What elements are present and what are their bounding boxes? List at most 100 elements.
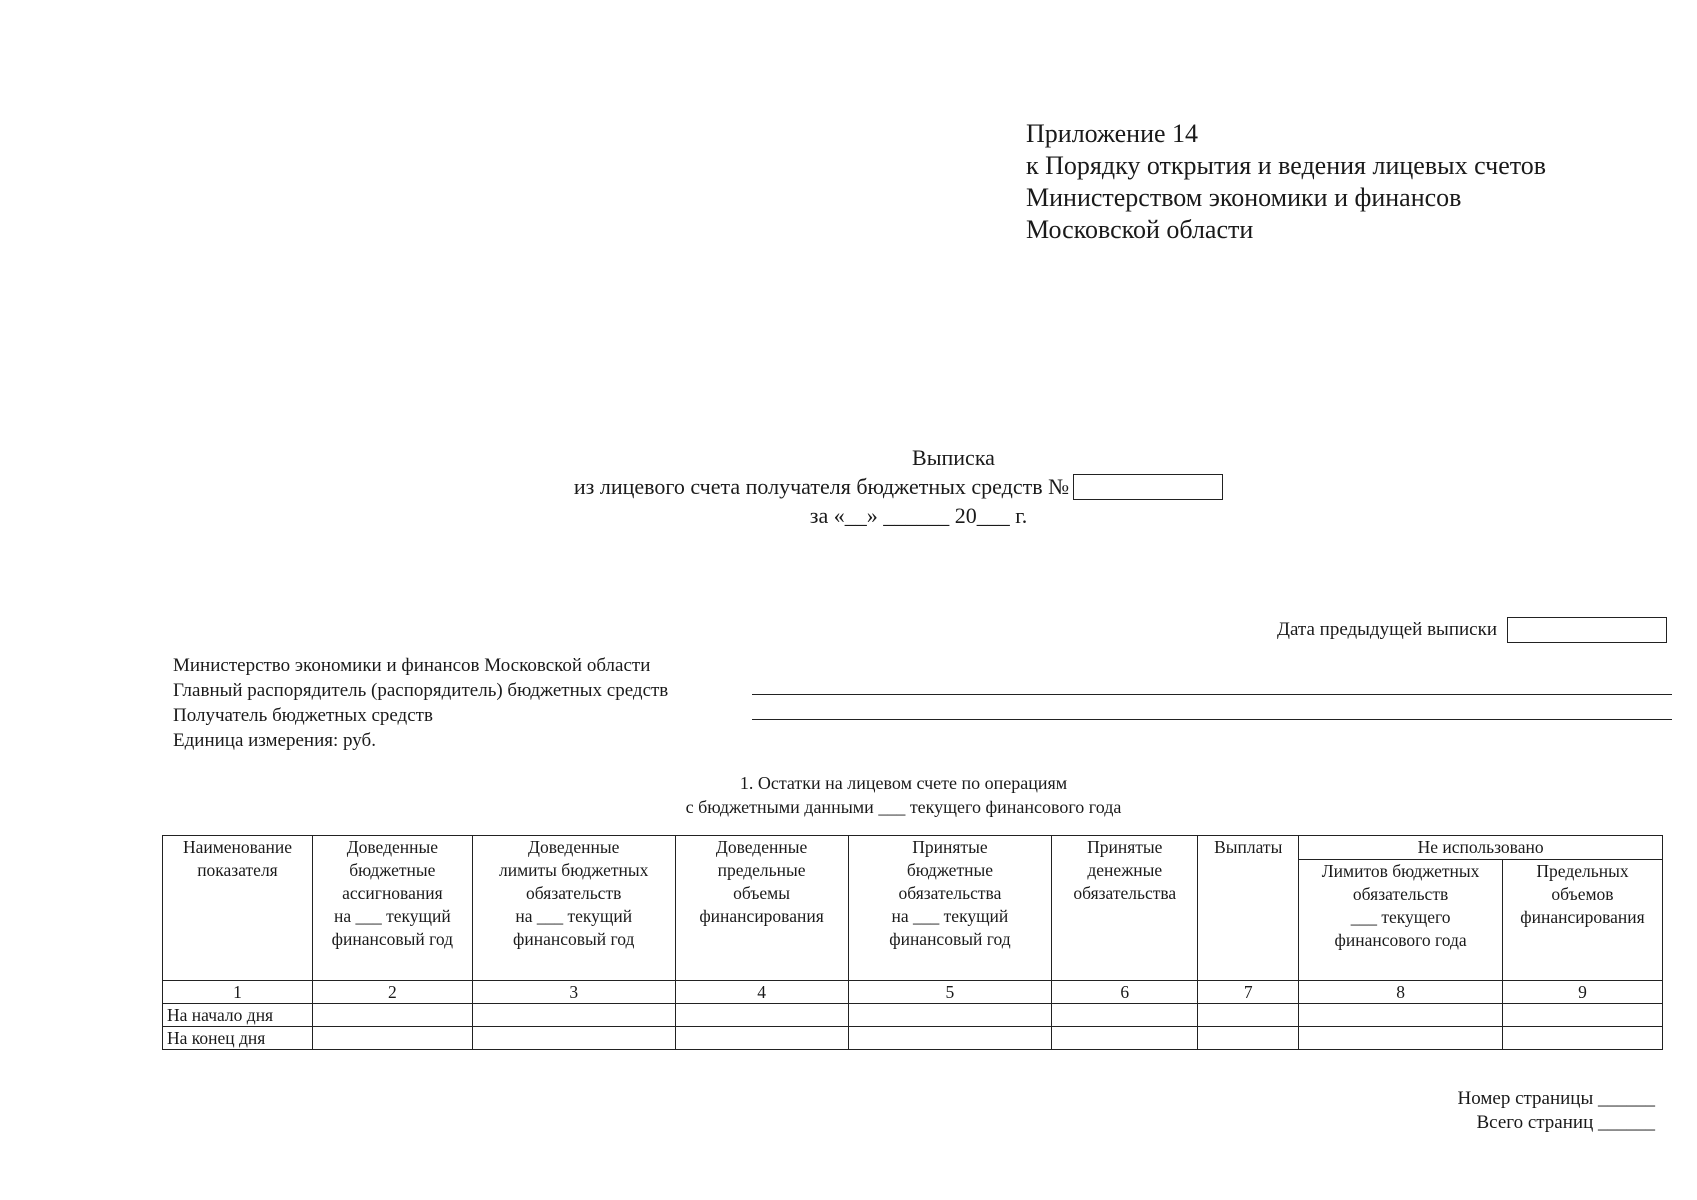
- header-text: ___ текущего: [1350, 907, 1451, 927]
- header-text: Принятые: [912, 837, 988, 857]
- header-text: финансирования: [1520, 907, 1645, 927]
- header-text: бюджетные: [349, 860, 436, 880]
- table-cell[interactable]: [847, 1003, 1053, 1027]
- row-label: На начало дня: [162, 1003, 313, 1027]
- previous-statement-date-field[interactable]: [1507, 617, 1667, 643]
- header-unused-volumes: Предельных объемов финансирования: [1501, 859, 1664, 981]
- header-text: Доведенные: [346, 837, 439, 857]
- column-number-row: 1 2 3 4 5 6 7 8 9: [162, 980, 1664, 1004]
- ministry-name: Министерство экономики и финансов Москов…: [173, 655, 651, 676]
- title-date-line: за «__» ______ 20___ г.: [809, 503, 1028, 528]
- page-footer: Номер страницы ______ Всего страниц ____…: [1458, 1087, 1656, 1135]
- table-cell[interactable]: [847, 1026, 1053, 1050]
- header-text: предельные: [717, 860, 806, 880]
- header-text: финансовый год: [513, 929, 635, 949]
- header-financing-volumes: Доведенные предельные объемы финансирова…: [674, 835, 849, 981]
- header-text: ассигнования: [342, 883, 443, 903]
- section-heading-line: 1. Остатки на лицевом счете по операциям: [739, 773, 1068, 793]
- recipient-underline[interactable]: [752, 719, 1672, 720]
- table-cell[interactable]: [1501, 1003, 1664, 1027]
- header-text: Лимитов бюджетных: [1321, 861, 1480, 881]
- title-account-text: из лицевого счета получателя бюджетных с…: [573, 474, 1070, 499]
- header-unused-limits: Лимитов бюджетных обязательств ___ текущ…: [1298, 859, 1503, 981]
- row-label: На конец дня: [162, 1026, 313, 1050]
- title-line: из лицевого счета получателя бюджетных с…: [0, 472, 1697, 501]
- table-cell[interactable]: [1051, 1026, 1199, 1050]
- section-heading: 1. Остатки на лицевом счете по операциям…: [0, 771, 1697, 819]
- chief-manager-label: Главный распорядитель (распорядитель) бю…: [173, 680, 669, 701]
- column-number: 3: [471, 980, 676, 1004]
- header-text: Предельных: [1536, 861, 1629, 881]
- table-cell[interactable]: [1298, 1003, 1503, 1027]
- organization-info: Министерство экономики и финансов Москов…: [173, 653, 668, 753]
- chief-manager-underline[interactable]: [752, 694, 1672, 695]
- header-text: обязательств: [526, 883, 622, 903]
- column-number: 6: [1051, 980, 1199, 1004]
- balances-table: Наименование показателя Доведенные бюдже…: [162, 835, 1664, 1050]
- header-monetary-obligations: Принятые денежные обязательства: [1051, 835, 1199, 981]
- table-row: На начало дня: [162, 1003, 1664, 1027]
- column-number: 9: [1501, 980, 1664, 1004]
- appendix-line: Министерством экономики и финансов: [1026, 183, 1462, 212]
- header-text: лимиты бюджетных: [498, 860, 649, 880]
- header-text: обязательства: [898, 883, 1002, 903]
- table-cell[interactable]: [471, 1003, 676, 1027]
- table-cell[interactable]: [674, 1026, 849, 1050]
- table-header-row: Наименование показателя Доведенные бюдже…: [162, 835, 1663, 981]
- column-number: 8: [1298, 980, 1503, 1004]
- header-appropriations: Доведенные бюджетные ассигнования на ___…: [311, 835, 473, 981]
- appendix-line: Московской области: [1026, 215, 1254, 244]
- header-text: Принятые: [1087, 837, 1163, 857]
- column-number: 5: [847, 980, 1053, 1004]
- header-text: финансовый год: [889, 929, 1011, 949]
- previous-statement-label: Дата предыдущей выписки: [1277, 619, 1497, 640]
- header-text: финансовый год: [331, 929, 454, 949]
- title-line: Выписка: [912, 445, 995, 470]
- page-number-label: Номер страницы ______: [1457, 1088, 1656, 1109]
- header-text: Наименование: [182, 837, 292, 857]
- column-number: 1: [162, 980, 313, 1004]
- header-limits: Доведенные лимиты бюджетных обязательств…: [471, 835, 676, 981]
- header-text: на ___ текущий: [515, 906, 633, 926]
- table-cell[interactable]: [674, 1003, 849, 1027]
- table-cell[interactable]: [311, 1003, 473, 1027]
- table-cell[interactable]: [311, 1026, 473, 1050]
- appendix-line: к Порядку открытия и ведения лицевых сче…: [1026, 151, 1547, 180]
- column-number: 7: [1197, 980, 1300, 1004]
- table-cell[interactable]: [471, 1026, 676, 1050]
- appendix-header: Приложение 14 к Порядку открытия и веден…: [1026, 118, 1546, 246]
- column-number: 2: [311, 980, 473, 1004]
- table-header-row: Лимитов бюджетных обязательств ___ текущ…: [163, 859, 1664, 981]
- header-unused-group: Не использовано: [1298, 835, 1663, 860]
- table-cell[interactable]: [1197, 1003, 1300, 1027]
- table-cell[interactable]: [1501, 1026, 1664, 1050]
- header-text: финансового года: [1334, 930, 1467, 950]
- header-text: Выплаты: [1214, 837, 1283, 857]
- section-heading-line: с бюджетными данными ___ текущего финанс…: [685, 797, 1122, 817]
- header-text: обязательства: [1073, 883, 1177, 903]
- table-row: На конец дня: [162, 1026, 1664, 1050]
- unit-label: Единица измерения: руб.: [173, 730, 376, 751]
- header-text: Доведенные: [715, 837, 808, 857]
- header-accepted-obligations: Принятые бюджетные обязательства на ___ …: [847, 835, 1053, 981]
- header-text: на ___ текущий: [333, 906, 451, 926]
- header-text: Доведенные: [528, 837, 620, 857]
- document-title: Выписка из лицевого счета получателя бюд…: [0, 443, 1697, 530]
- header-text: бюджетные: [906, 860, 993, 880]
- table-cell[interactable]: [1051, 1003, 1199, 1027]
- appendix-line: Приложение 14: [1026, 119, 1199, 148]
- account-number-field[interactable]: [1073, 473, 1224, 500]
- column-number: 4: [674, 980, 849, 1004]
- header-indicator-name: Наименование показателя: [162, 835, 313, 981]
- recipient-label: Получатель бюджетных средств: [173, 705, 433, 726]
- header-text: денежные: [1087, 860, 1163, 880]
- header-payments: Выплаты: [1197, 835, 1300, 981]
- header-text: показателя: [197, 860, 278, 880]
- header-text: финансирования: [699, 906, 824, 926]
- table-cell[interactable]: [1298, 1026, 1503, 1050]
- header-text: объемы: [733, 883, 790, 903]
- header-text: обязательств: [1352, 884, 1449, 904]
- table-cell[interactable]: [1197, 1026, 1300, 1050]
- header-text: объемов: [1551, 884, 1614, 904]
- previous-statement-date: Дата предыдущей выписки: [1277, 617, 1667, 643]
